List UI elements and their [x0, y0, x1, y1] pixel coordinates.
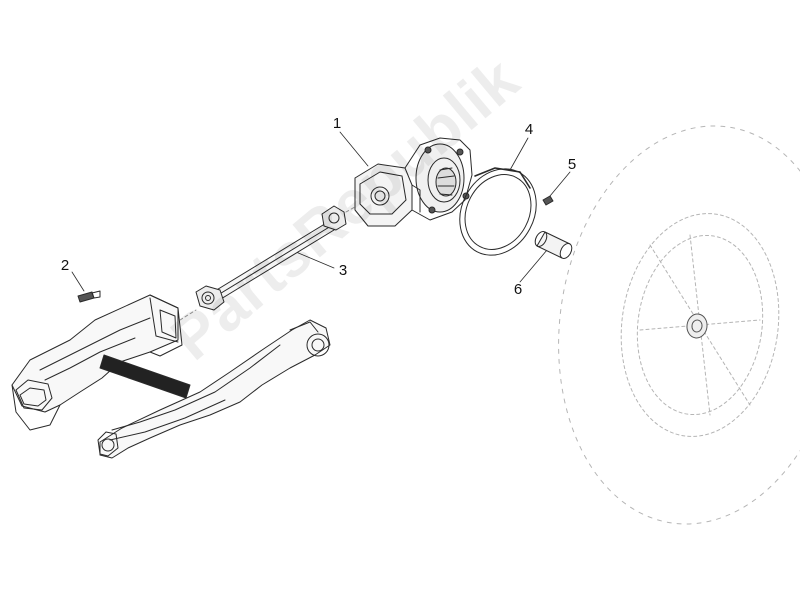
callout-6: 6	[513, 281, 523, 298]
drive-shaft	[179, 203, 361, 321]
leader-lines	[71, 131, 571, 292]
callout-2: 2	[60, 257, 70, 274]
final-drive-housing	[354, 137, 473, 227]
callout-3: 3	[338, 262, 348, 279]
callout-1: 1	[332, 115, 342, 132]
wheel-hub	[686, 313, 708, 339]
swingarm	[11, 290, 331, 459]
bushing-6	[534, 231, 573, 259]
callout-5: 5	[567, 156, 577, 173]
screw-5	[542, 195, 554, 206]
guard-ring	[459, 167, 537, 256]
callout-4: 4	[524, 121, 534, 138]
